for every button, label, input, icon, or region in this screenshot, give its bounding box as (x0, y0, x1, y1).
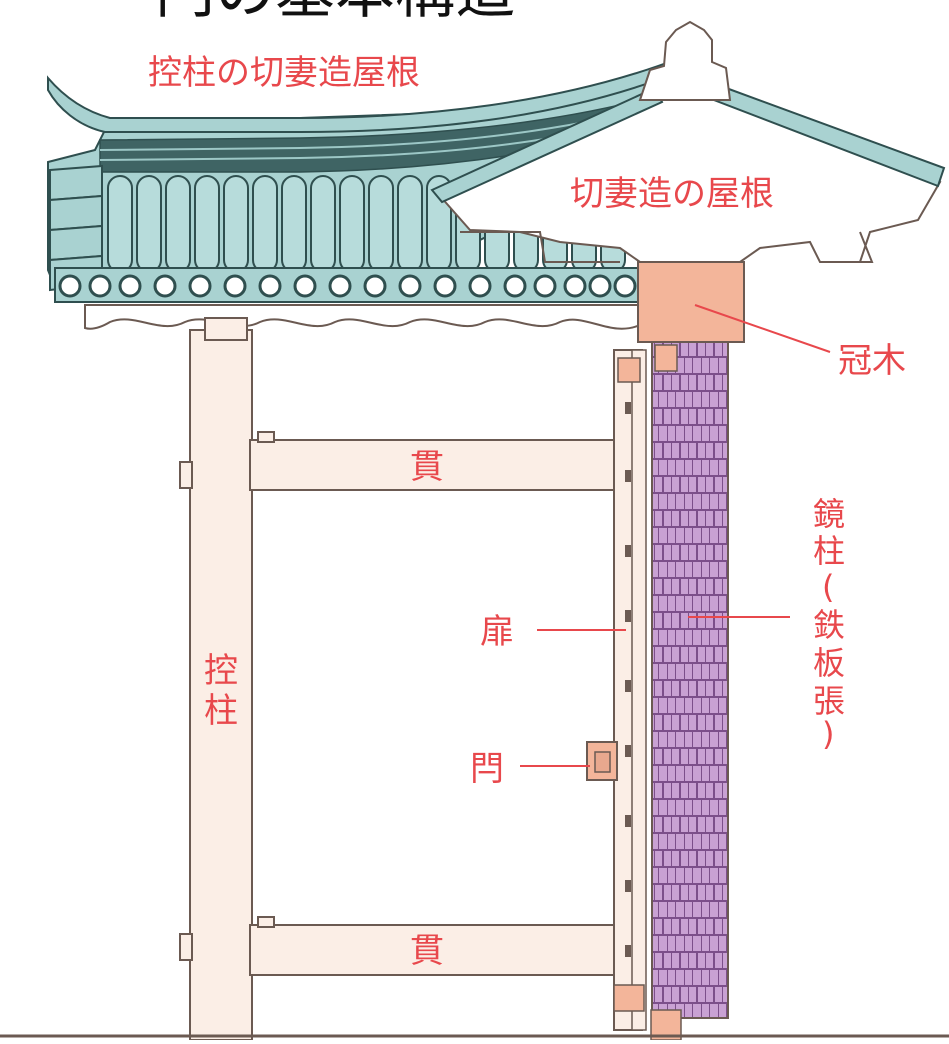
eave-end-tile (613, 274, 637, 298)
label-kagamibashira-7: ) (822, 715, 834, 753)
kirizuma-roof (430, 20, 946, 263)
label-kirizuma-roof: 切妻造の屋根 (570, 174, 774, 214)
eave-end-tile (563, 274, 587, 298)
round-tile (339, 175, 365, 273)
round-tile (281, 175, 307, 273)
nuki-beams (249, 431, 621, 976)
hikae-roof-eave-end-tiles (58, 274, 637, 298)
door-bolt (625, 470, 631, 482)
door-bolt (625, 402, 631, 414)
nuki-top (249, 439, 621, 491)
round-tile (194, 175, 220, 273)
round-tile (165, 175, 191, 273)
hikae-roof-fascia (84, 304, 641, 330)
kanagi-beam (637, 261, 745, 343)
eave-end-tile (88, 274, 112, 298)
door-bolt (625, 815, 631, 827)
kirizuma-roof-ridge-ornament (638, 20, 732, 101)
eave-end-tile (503, 274, 527, 298)
door-bolt (625, 880, 631, 892)
eave-end-tile (188, 274, 212, 298)
eave-end-tile (468, 274, 492, 298)
round-tile (397, 175, 423, 273)
label-nuki-top: 貫 (410, 447, 444, 487)
door-bolt (625, 745, 631, 757)
diagram-title: 門の基本構造 (155, 0, 515, 27)
round-tile (310, 175, 336, 273)
round-tile (107, 175, 133, 273)
label-hikaebashira-1: 控 (204, 651, 238, 691)
label-kagamibashira-5: 板 (813, 644, 845, 682)
eave-end-tile (223, 274, 247, 298)
label-kagamibashira-3: ( (822, 568, 834, 606)
eave-end-tile (153, 274, 177, 298)
label-kannuki: 閂 (470, 749, 504, 789)
door-bolt (625, 945, 631, 957)
label-tobira: 扉 (480, 612, 514, 652)
kagamibashira-post (651, 339, 729, 1019)
label-hikaebashira-2: 柱 (204, 691, 238, 731)
round-tile (252, 175, 278, 273)
round-tile (223, 175, 249, 273)
eave-end-tile (293, 274, 317, 298)
kannuki-latch (586, 741, 618, 781)
label-hikae-roof: 控柱の切妻造屋根 (148, 53, 420, 93)
eave-end-tile (328, 274, 352, 298)
label-kagamibashira-2: 柱 (813, 532, 845, 570)
eave-end-tile (398, 274, 422, 298)
eave-end-tile (58, 274, 82, 298)
label-kagamibashira-6: 張 (813, 682, 845, 720)
round-tile (368, 175, 394, 273)
label-kagamibashira-1: 鏡 (813, 495, 845, 533)
door-bolt (625, 610, 631, 622)
eave-end-tile (258, 274, 282, 298)
eave-end-tile (588, 274, 612, 298)
eave-end-tile (533, 274, 557, 298)
kirizuma-roof-left-edge (430, 86, 664, 204)
leader-lines (520, 304, 831, 767)
label-nuki-bottom: 貫 (410, 931, 444, 971)
door-bolt (625, 545, 631, 557)
tobira-door (613, 349, 647, 1031)
round-tile (136, 175, 162, 273)
kagamibashira (650, 339, 729, 1041)
label-kanagi: 冠木 (838, 341, 906, 381)
eave-end-tile (118, 274, 142, 298)
hikaebashira (179, 317, 253, 1041)
eave-end-tile (363, 274, 387, 298)
eave-end-tile (433, 274, 457, 298)
door-bolt (625, 680, 631, 692)
label-kagamibashira-4: 鉄 (813, 606, 845, 644)
